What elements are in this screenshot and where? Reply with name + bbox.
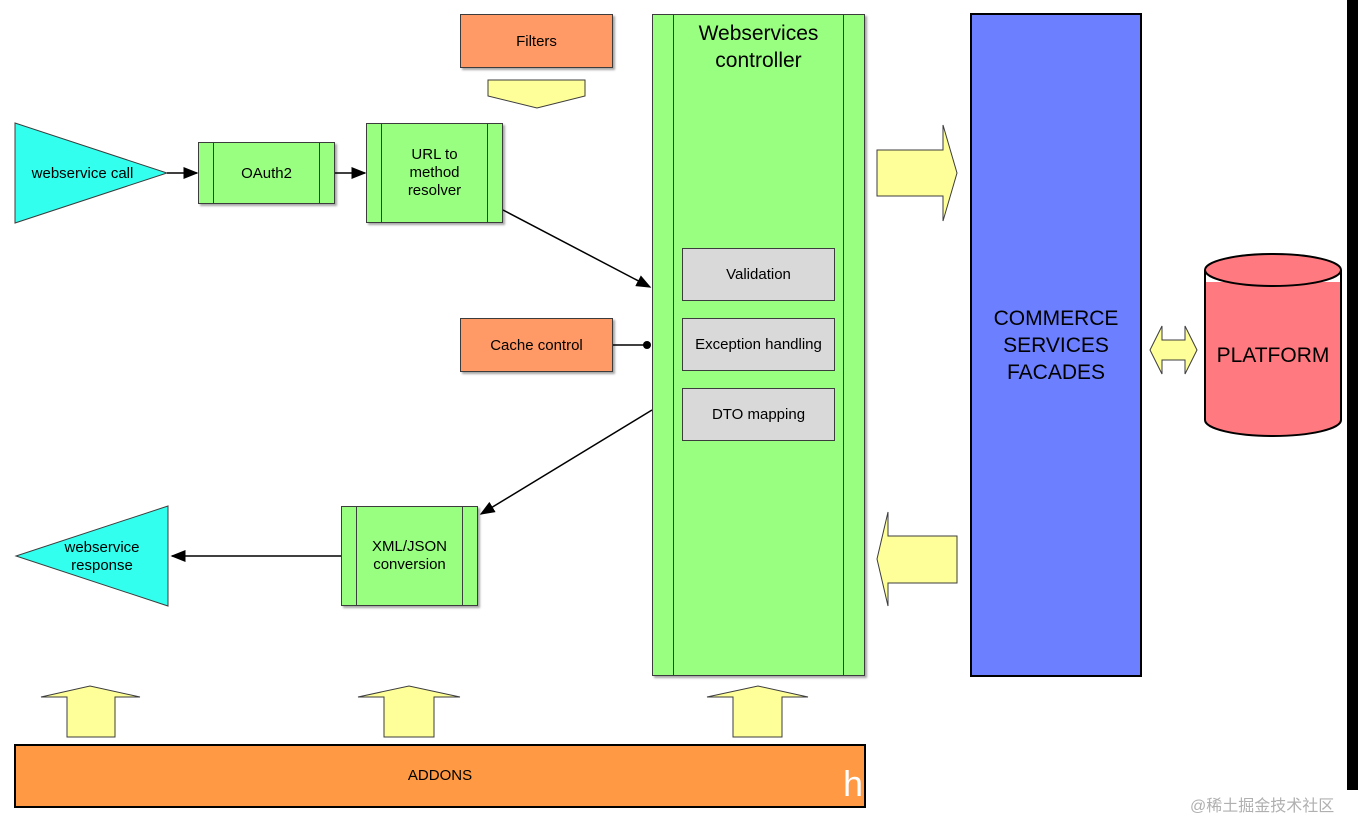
resolver-to-controller-connector bbox=[502, 209, 652, 288]
addons-label: ADDONS bbox=[407, 767, 473, 784]
cache-control-box: Cache control bbox=[460, 318, 613, 372]
cache-connector-dot bbox=[643, 341, 651, 349]
webservice-call-label: webservice call bbox=[31, 165, 134, 182]
validation-label: Validation bbox=[726, 266, 791, 283]
oauth2-label: OAuth2 bbox=[241, 164, 292, 182]
filters-label: Filters bbox=[516, 32, 557, 50]
webservice-call-shape bbox=[14, 122, 169, 224]
filters-down-arrow bbox=[487, 79, 586, 109]
platform-cylinder bbox=[1204, 253, 1342, 437]
addons-bar bbox=[14, 744, 866, 808]
filters-box: Filters bbox=[460, 14, 613, 68]
watermark: @稀土掘金技术社区 bbox=[1190, 798, 1335, 815]
exception-handling-label: Exception handling bbox=[695, 336, 822, 353]
controller-to-xml-connector bbox=[479, 409, 653, 515]
facades-box bbox=[970, 13, 1142, 677]
addon-up-arrow-2 bbox=[357, 685, 461, 738]
webservice-response-shape bbox=[14, 505, 169, 607]
facades-label: COMMERCE SERVICES FACADES bbox=[993, 307, 1119, 384]
xml-json-box: XML/JSON conversion bbox=[341, 506, 478, 606]
url-resolver-box: URL to method resolver bbox=[366, 123, 503, 223]
platform-label: PLATFORM bbox=[1216, 344, 1330, 367]
right-edge-bar bbox=[1347, 0, 1358, 790]
dto-mapping-box: DTO mapping bbox=[682, 388, 835, 441]
cache-control-label: Cache control bbox=[490, 336, 583, 354]
dto-mapping-label: DTO mapping bbox=[711, 406, 806, 423]
overlay-text: h bbox=[843, 763, 864, 804]
platform-double-arrow bbox=[1149, 325, 1198, 375]
controller-title: Webservices controller bbox=[698, 22, 819, 72]
webservice-response-label: webservice response bbox=[64, 539, 140, 574]
exception-handling-box: Exception handling bbox=[682, 318, 835, 371]
url-resolver-label: URL to method resolver bbox=[407, 146, 462, 199]
to-facades-arrow bbox=[876, 124, 958, 222]
addon-up-arrow-1 bbox=[40, 685, 141, 738]
addon-up-arrow-3 bbox=[706, 685, 809, 738]
oauth2-box: OAuth2 bbox=[198, 142, 335, 204]
from-facades-arrow bbox=[876, 511, 958, 607]
validation-box: Validation bbox=[682, 248, 835, 301]
xml-json-label: XML/JSON conversion bbox=[371, 538, 447, 573]
